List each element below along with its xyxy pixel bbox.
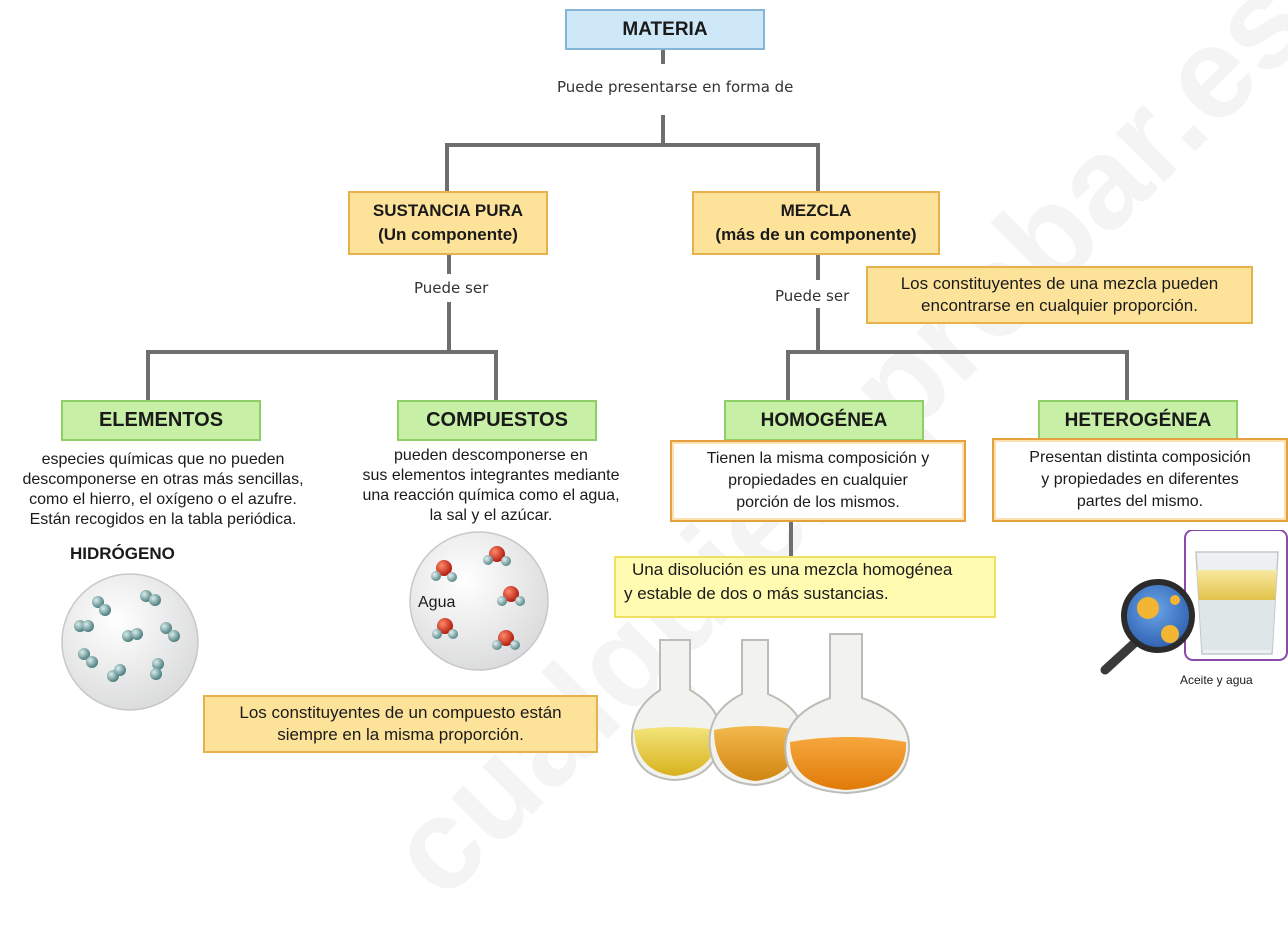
- disolucion-note-line2: y estable de dos o más sustancias.: [624, 584, 889, 603]
- heterogenea-desc-line: Presentan distinta composición: [1029, 449, 1251, 466]
- homogenea-box: HOMOGÉNEA: [724, 400, 924, 441]
- elementos-description: especies químicas que no pueden descompo…: [4, 450, 322, 530]
- sustancia-pura-line1: SUSTANCIA PURA: [372, 201, 524, 220]
- compuestos-desc-line: la sal y el azúcar.: [429, 507, 553, 524]
- sustancia-pura-line2: (Un componente): [378, 225, 518, 244]
- elementos-desc-line: Están recogidos en la tabla periódica.: [29, 511, 297, 528]
- aceite-agua-label: Aceite y agua: [1180, 673, 1253, 687]
- connector-sustancia-down-a: [447, 254, 451, 274]
- compuesto-note-line2: siempre en la misma proporción.: [277, 725, 524, 744]
- compuestos-box: COMPUESTOS: [397, 400, 597, 441]
- connector-root-label-down: [661, 115, 665, 145]
- compuesto-note-line1: Los constituyentes de un compuesto están: [239, 703, 562, 722]
- mezcla-line1: MEZCLA: [780, 201, 852, 220]
- mezcla-note-line1: Los constituyentes de una mezcla pueden: [900, 274, 1219, 293]
- mezcla-connector-label: Puede ser: [775, 287, 850, 305]
- homogenea-title: HOMOGÉNEA: [760, 409, 888, 431]
- heterogenea-desc-line: partes del mismo.: [1076, 493, 1204, 510]
- homogenea-desc-line: Tienen la misma composición y: [706, 450, 930, 467]
- connector-to-homogenea: [786, 350, 790, 400]
- connector-to-heterogenea: [1125, 350, 1129, 400]
- compuestos-description: pueden descomponerse en sus elementos in…: [336, 446, 646, 526]
- connector-sustancia-horizontal: [146, 350, 498, 354]
- connector-to-sustancia: [445, 143, 449, 191]
- sustancia-pura-box: SUSTANCIA PURA (Un componente): [348, 191, 548, 255]
- heterogenea-description-box: Presentan distinta composición y propied…: [992, 438, 1288, 522]
- mezcla-line2: (más de un componente): [715, 225, 917, 244]
- connector-to-compuestos: [494, 350, 498, 400]
- flasks-image: [630, 633, 910, 795]
- mezcla-box: MEZCLA (más de un componente): [692, 191, 940, 255]
- mezcla-proportion-note: Los constituyentes de una mezcla pueden …: [866, 266, 1253, 324]
- materia-box: MATERIA: [565, 9, 765, 50]
- mezcla-note-line2: encontrarse en cualquier proporción.: [921, 296, 1198, 315]
- connector-mezcla-down-b: [816, 308, 820, 353]
- connector-root-horizontal: [445, 143, 820, 147]
- sustancia-connector-label: Puede ser: [414, 279, 489, 297]
- disolucion-note: Una disolución es una mezcla homogénea y…: [614, 556, 996, 618]
- connector-to-mezcla: [816, 143, 820, 191]
- heterogenea-box: HETEROGÉNEA: [1038, 400, 1238, 441]
- hidrogeno-molecule-image: [61, 573, 199, 711]
- root-connector-label: Puede presentarse en forma de: [557, 78, 794, 96]
- compuestos-desc-line: pueden descomponerse en: [394, 447, 588, 464]
- connector-mezcla-horizontal: [786, 350, 1129, 354]
- homogenea-desc-line: propiedades en cualquier: [728, 472, 908, 489]
- compuestos-title: COMPUESTOS: [426, 409, 568, 431]
- heterogenea-desc-line: y propiedades en diferentes: [1041, 471, 1239, 488]
- compuestos-desc-line: una reacción química como el agua,: [362, 487, 620, 504]
- connector-root-down: [661, 50, 665, 64]
- compuesto-proportion-note: Los constituyentes de un compuesto están…: [203, 695, 598, 753]
- elementos-title: ELEMENTOS: [98, 409, 224, 431]
- agua-label: Agua: [418, 594, 456, 611]
- connector-mezcla-down-a: [816, 254, 820, 280]
- connector-to-elementos: [146, 350, 150, 400]
- homogenea-description-box: Tienen la misma composición y propiedade…: [670, 440, 966, 522]
- materia-title: MATERIA: [622, 18, 708, 40]
- heterogenea-title: HETEROGÉNEA: [1064, 409, 1212, 431]
- connector-homogenea-to-disolucion: [789, 521, 793, 557]
- connector-sustancia-down-b: [447, 302, 451, 353]
- homogenea-desc-line: porción de los mismos.: [736, 494, 900, 511]
- disolucion-note-line1: Una disolución es una mezcla homogénea: [632, 560, 953, 579]
- aceite-agua-image: [1100, 530, 1288, 675]
- elementos-desc-line: especies químicas que no pueden: [41, 451, 285, 468]
- elementos-desc-line: descomponerse en otras más sencillas,: [22, 471, 304, 488]
- agua-molecule-image: [409, 531, 549, 671]
- elementos-box: ELEMENTOS: [61, 400, 261, 441]
- compuestos-desc-line: sus elementos integrantes mediante: [362, 467, 620, 484]
- elementos-desc-line: como el hierro, el oxígeno o el azufre.: [29, 491, 297, 508]
- hidrogeno-label: HIDRÓGENO: [70, 544, 175, 563]
